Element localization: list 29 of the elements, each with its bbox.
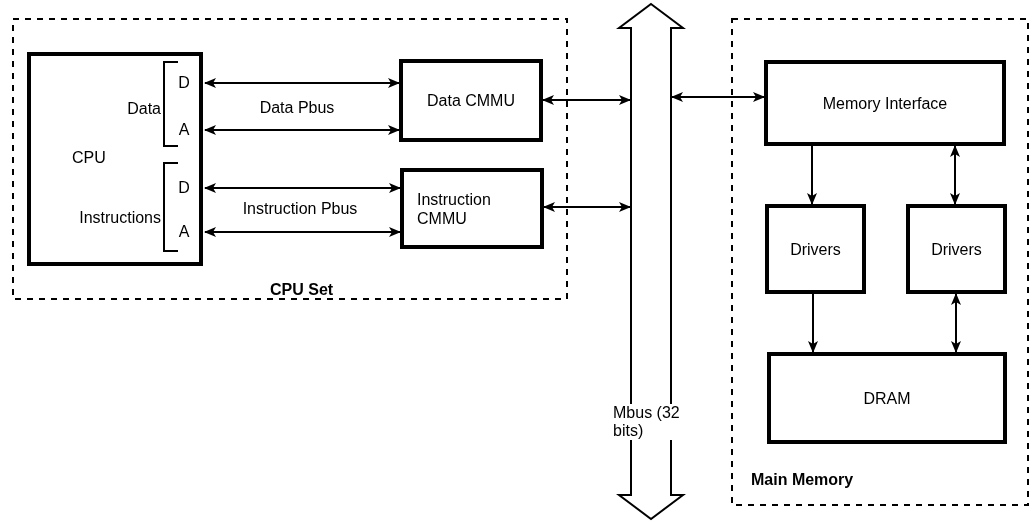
arrow — [204, 183, 401, 193]
process-box: Instruction CMMU — [400, 168, 544, 249]
bus-name-label: Data Pbus — [258, 98, 336, 117]
process-box: Memory Interface — [764, 60, 1006, 146]
arrow — [951, 293, 961, 353]
port-label: A — [176, 120, 192, 140]
port-label: A — [176, 222, 192, 242]
arrow — [671, 92, 765, 102]
process-box: Data CMMU — [399, 59, 543, 142]
box-title: CPU — [72, 148, 106, 167]
process-box: Drivers — [906, 204, 1007, 294]
arrow — [542, 95, 631, 105]
arrow — [950, 145, 960, 205]
arrow — [204, 227, 401, 237]
cpu-box — [27, 52, 203, 266]
group-title: CPU Set — [270, 280, 334, 299]
arrow — [808, 293, 818, 353]
arrow — [204, 125, 400, 135]
port-label: D — [176, 73, 192, 93]
arrow — [807, 145, 817, 205]
arrow — [543, 202, 631, 212]
arrow — [204, 78, 400, 88]
port-group-label: Instructions — [79, 208, 161, 227]
bus-name-label: Instruction Pbus — [241, 199, 359, 218]
group-title: Main Memory — [751, 470, 854, 489]
process-box: Drivers — [765, 204, 866, 294]
process-box: DRAM — [767, 352, 1007, 444]
port-group-label: Data — [127, 99, 161, 118]
port-label: D — [176, 178, 192, 198]
